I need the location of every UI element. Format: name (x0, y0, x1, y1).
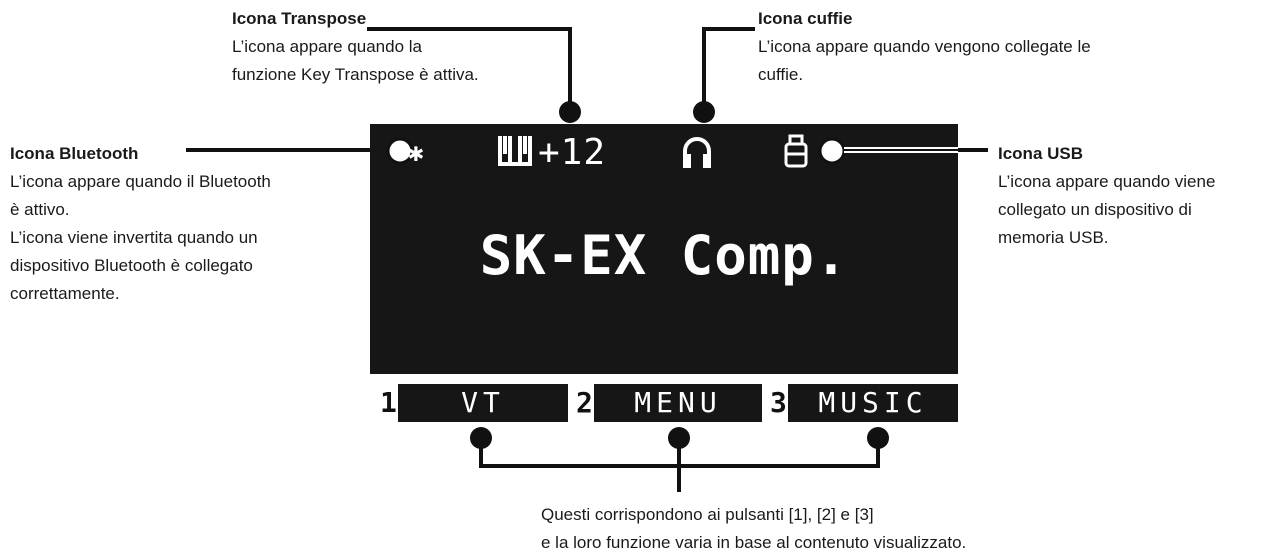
callout-line: L’icona viene invertita quando un (10, 228, 258, 247)
callout-title: Icona cuffie (758, 9, 853, 28)
voice-name: SK-EX Comp. (479, 224, 849, 287)
softkey-bar: 1 VT 2 MENU 3 MUSIC (380, 384, 958, 422)
callout-line: correttamente. (10, 284, 120, 303)
softkey-number-3: 3 (770, 386, 787, 419)
transpose-dot (559, 101, 581, 123)
transpose-callout: Icona Transpose L’icona appare quando la… (232, 5, 479, 89)
callout-line: e la loro funzione varia in base al cont… (541, 533, 967, 552)
transpose-value: +12 (538, 132, 607, 173)
bluetooth-callout: Icona Bluetooth L’icona appare quando il… (10, 140, 271, 308)
headphone-callout: Icona cuffie L’icona appare quando vengo… (758, 5, 1091, 89)
callout-line: Questi corrispondono ai pulsanti [1], [2… (541, 505, 874, 524)
btn3-dot (867, 427, 889, 449)
callout-line: dispositivo Bluetooth è collegato (10, 256, 253, 275)
headphone-dot (693, 101, 715, 123)
buttons-callout: Questi corrispondono ai pulsanti [1], [2… (541, 501, 966, 557)
usb-icon (784, 134, 808, 168)
callout-line: è attivo. (10, 200, 70, 219)
headphone-leader (702, 27, 755, 112)
callout-line: funzione Key Transpose è attiva. (232, 65, 479, 84)
softkey-vt[interactable]: VT (398, 384, 568, 422)
usb-callout: Icona USB L’icona appare quando viene co… (998, 140, 1215, 252)
callout-title: Icona Bluetooth (10, 144, 139, 163)
callout-line: L’icona appare quando la (232, 37, 422, 56)
btn1-dot (470, 427, 492, 449)
usb-ring (818, 137, 846, 165)
callout-title: Icona Transpose (232, 9, 367, 28)
callout-line: collegato un dispositivo di (998, 200, 1192, 219)
softkey-music[interactable]: MUSIC (788, 384, 958, 422)
softkey-number-2: 2 (576, 386, 593, 419)
callout-title: Icona USB (998, 144, 1084, 163)
callout-line: L’icona appare quando il Bluetooth (10, 172, 271, 191)
piano-keys-icon (498, 136, 532, 166)
softkey-number-1: 1 (380, 386, 397, 419)
headphone-icon (683, 137, 711, 168)
callout-line: L’icona appare quando viene (998, 172, 1216, 191)
transpose-leader (367, 27, 572, 112)
bluetooth-icon: ✱ (408, 138, 424, 168)
callout-line: cuffie. (758, 65, 804, 84)
btn2-dot (668, 427, 690, 449)
lcd-icon-overlay (386, 137, 958, 165)
bluetooth-ring (386, 137, 414, 165)
softkey-menu[interactable]: MENU (594, 384, 762, 422)
lcd-display: ✱ +12 SK-EX Comp. (370, 124, 958, 374)
callout-line: memoria USB. (998, 228, 1109, 247)
callout-line: L’icona appare quando vengono collegate … (758, 37, 1091, 56)
